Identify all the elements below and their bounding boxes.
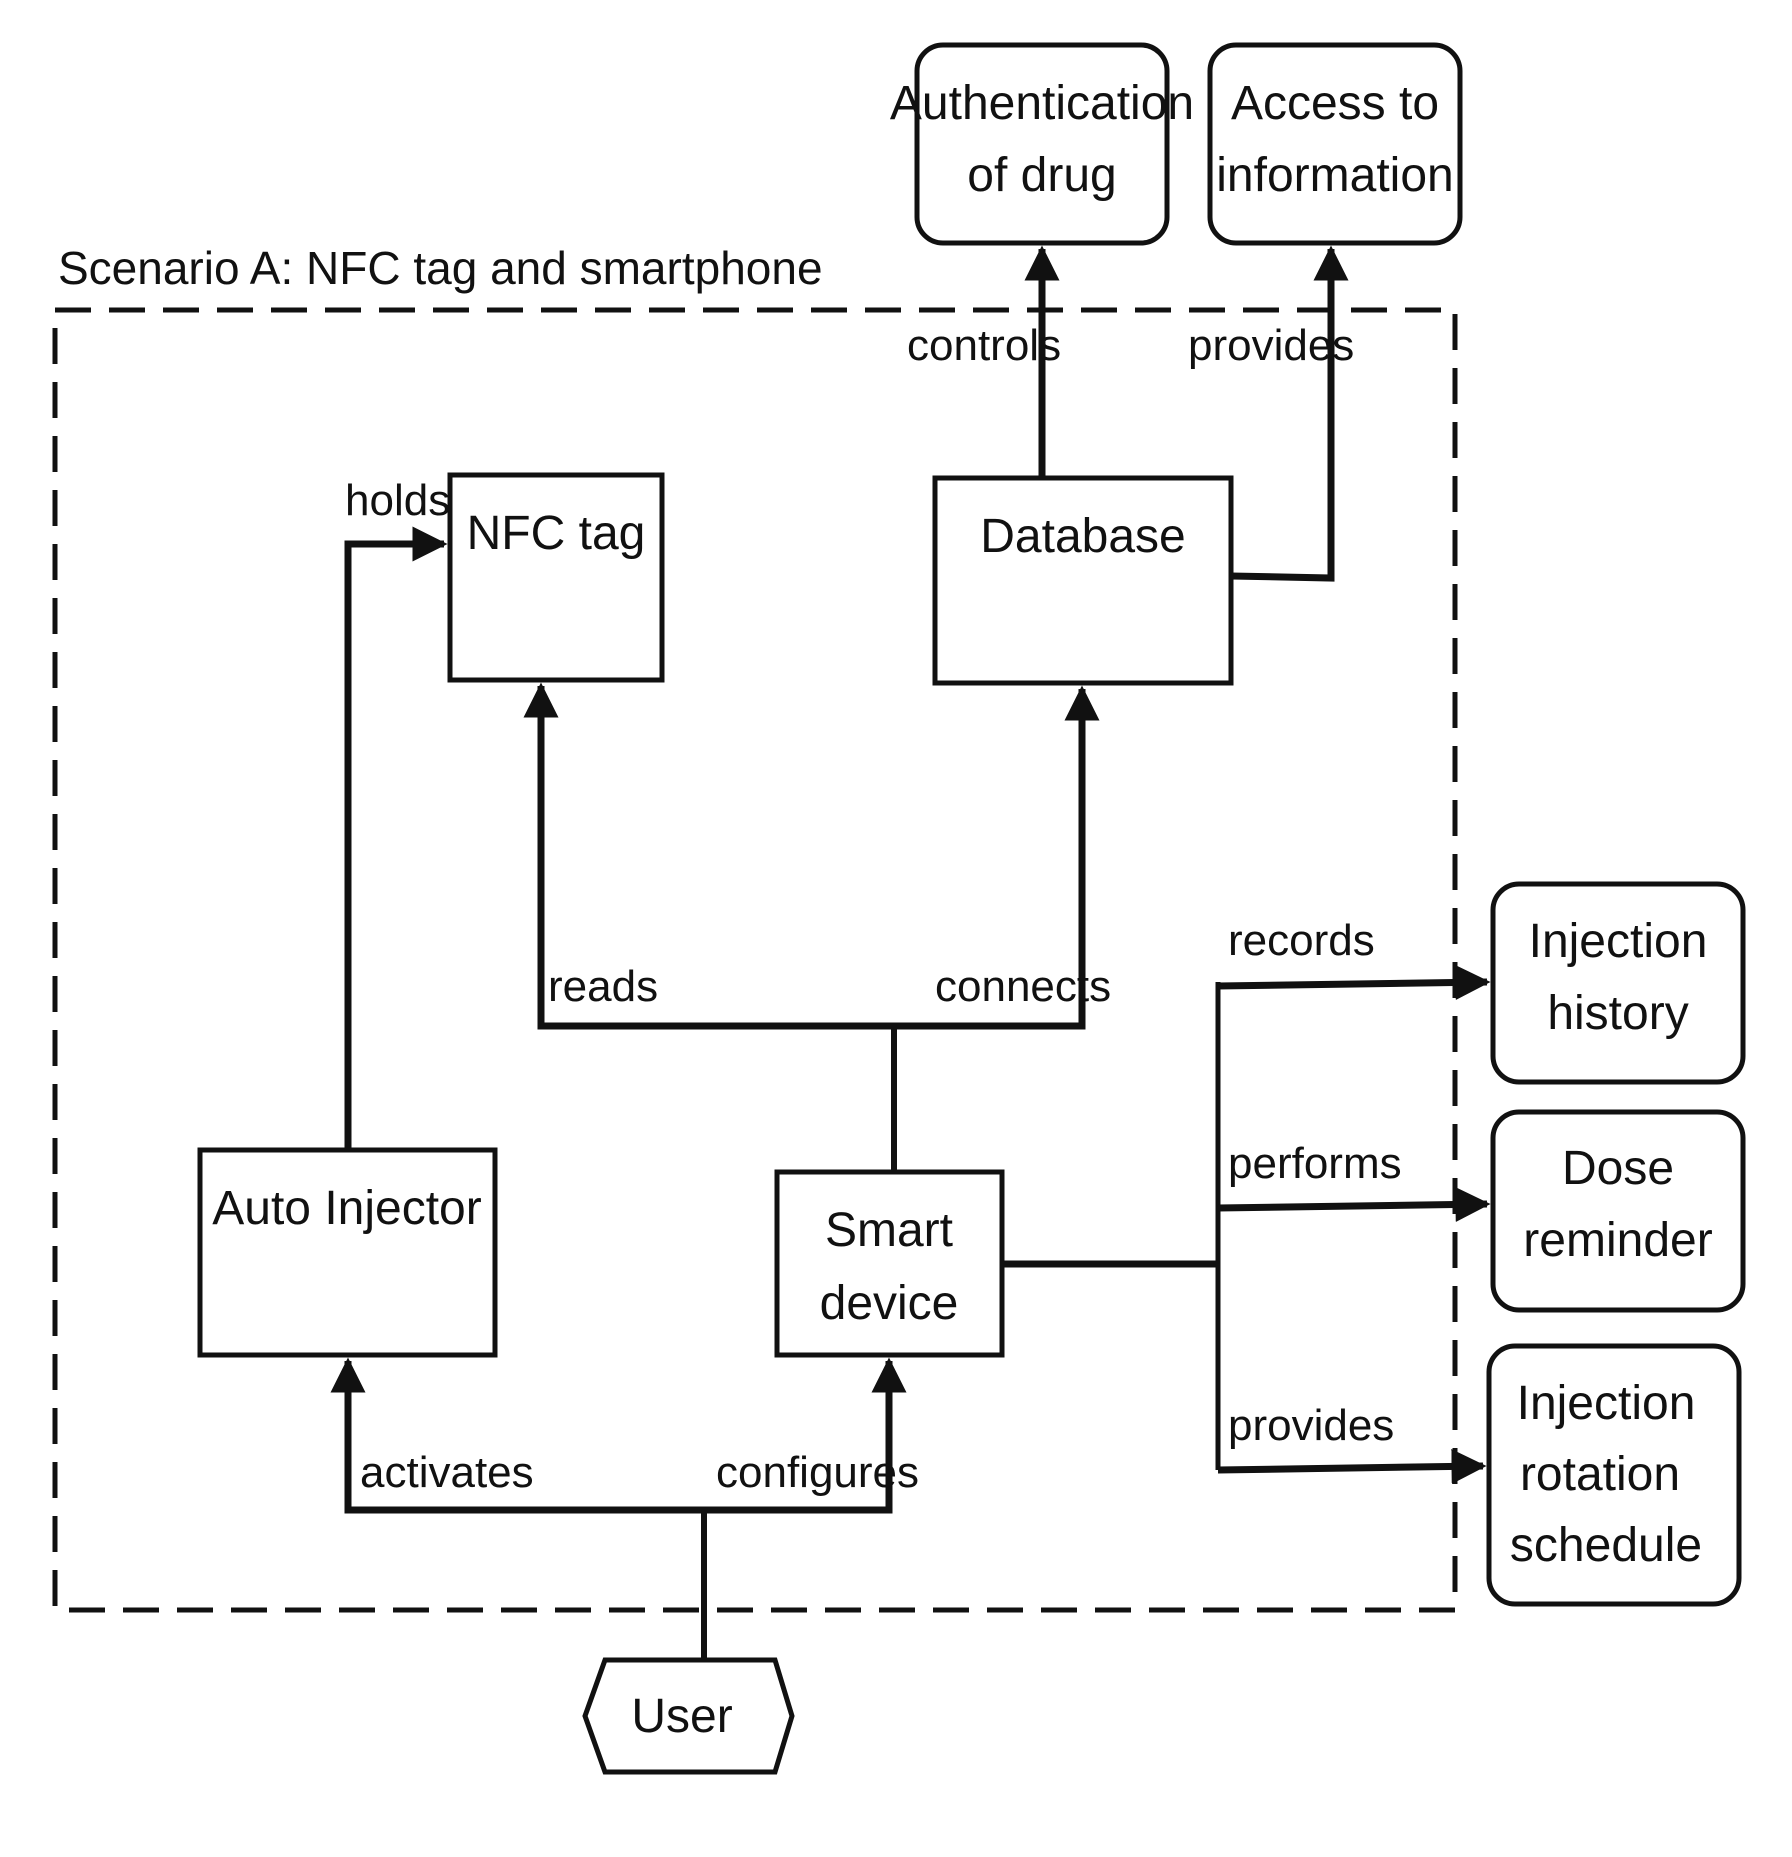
user-node: User	[585, 1660, 792, 1772]
smart-device-line1: Smart	[825, 1204, 953, 1257]
dose-reminder-line2: reminder	[1523, 1214, 1712, 1267]
records-connector	[1218, 982, 1487, 986]
rotation-schedule-line2: rotation	[1520, 1448, 1680, 1501]
connects-label: connects	[935, 962, 1111, 1011]
provides-schedule-connector	[1218, 1466, 1483, 1470]
smart-device-node: Smart device	[777, 1172, 1002, 1355]
nfc-tag-node: NFC tag	[450, 475, 662, 680]
smart-device-line2: device	[820, 1277, 959, 1330]
rotation-schedule-node: Injection rotation schedule	[1489, 1346, 1739, 1604]
holds-connector	[348, 544, 444, 1150]
injection-history-line2: history	[1547, 987, 1688, 1040]
scenario-title: Scenario A: NFC tag and smartphone	[58, 242, 823, 294]
dose-reminder-line1: Dose	[1562, 1142, 1674, 1195]
access-node: Access to information	[1210, 45, 1460, 243]
provides-schedule-label: provides	[1228, 1401, 1394, 1450]
records-label: records	[1228, 916, 1375, 965]
authentication-line2: of drug	[967, 149, 1116, 202]
rotation-schedule-line1: Injection	[1517, 1377, 1696, 1430]
performs-connector	[1218, 1204, 1487, 1208]
authentication-line1: Authentication	[890, 77, 1194, 130]
nfc-tag-label: NFC tag	[467, 507, 646, 560]
auto-injector-node: Auto Injector	[200, 1150, 495, 1355]
configures-label: configures	[716, 1448, 919, 1497]
activates-label: activates	[360, 1448, 534, 1497]
rotation-schedule-line3: schedule	[1510, 1519, 1702, 1572]
access-line1: Access to	[1231, 77, 1439, 130]
provides-info-label: provides	[1188, 321, 1354, 370]
injection-history-line1: Injection	[1529, 915, 1708, 968]
database-node: Database	[935, 478, 1231, 683]
database-label: Database	[980, 510, 1185, 563]
authentication-node: Authentication of drug	[890, 45, 1194, 243]
dose-reminder-node: Dose reminder	[1493, 1112, 1743, 1310]
holds-label: holds	[345, 476, 450, 525]
access-line2: information	[1216, 149, 1453, 202]
controls-label: controls	[907, 321, 1061, 370]
reads-label: reads	[548, 962, 658, 1011]
injection-history-node: Injection history	[1493, 884, 1743, 1082]
provides-info-connector	[1231, 249, 1331, 578]
user-label: User	[631, 1690, 732, 1743]
auto-injector-label: Auto Injector	[212, 1182, 482, 1235]
performs-label: performs	[1228, 1139, 1402, 1188]
